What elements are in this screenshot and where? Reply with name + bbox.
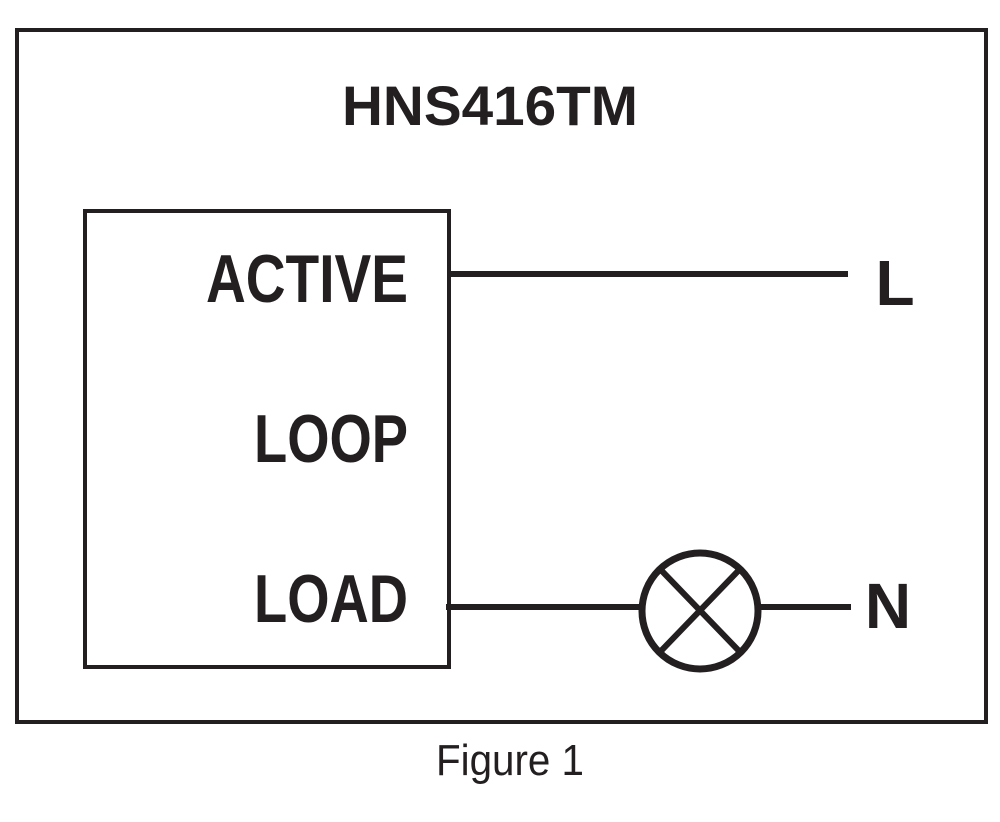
outer-frame (15, 28, 988, 724)
lamp-icon (638, 549, 762, 673)
terminal-label-active: ACTIVE (206, 241, 408, 317)
neutral-label: N (865, 570, 911, 642)
figure-caption: Figure 1 (436, 736, 584, 785)
terminal-label-load: LOAD (254, 561, 408, 637)
terminal-label-loop: LOOP (254, 401, 408, 477)
device-box (83, 209, 451, 669)
live-label: L (875, 247, 914, 319)
diagram-title: HNS416TM (342, 74, 638, 137)
